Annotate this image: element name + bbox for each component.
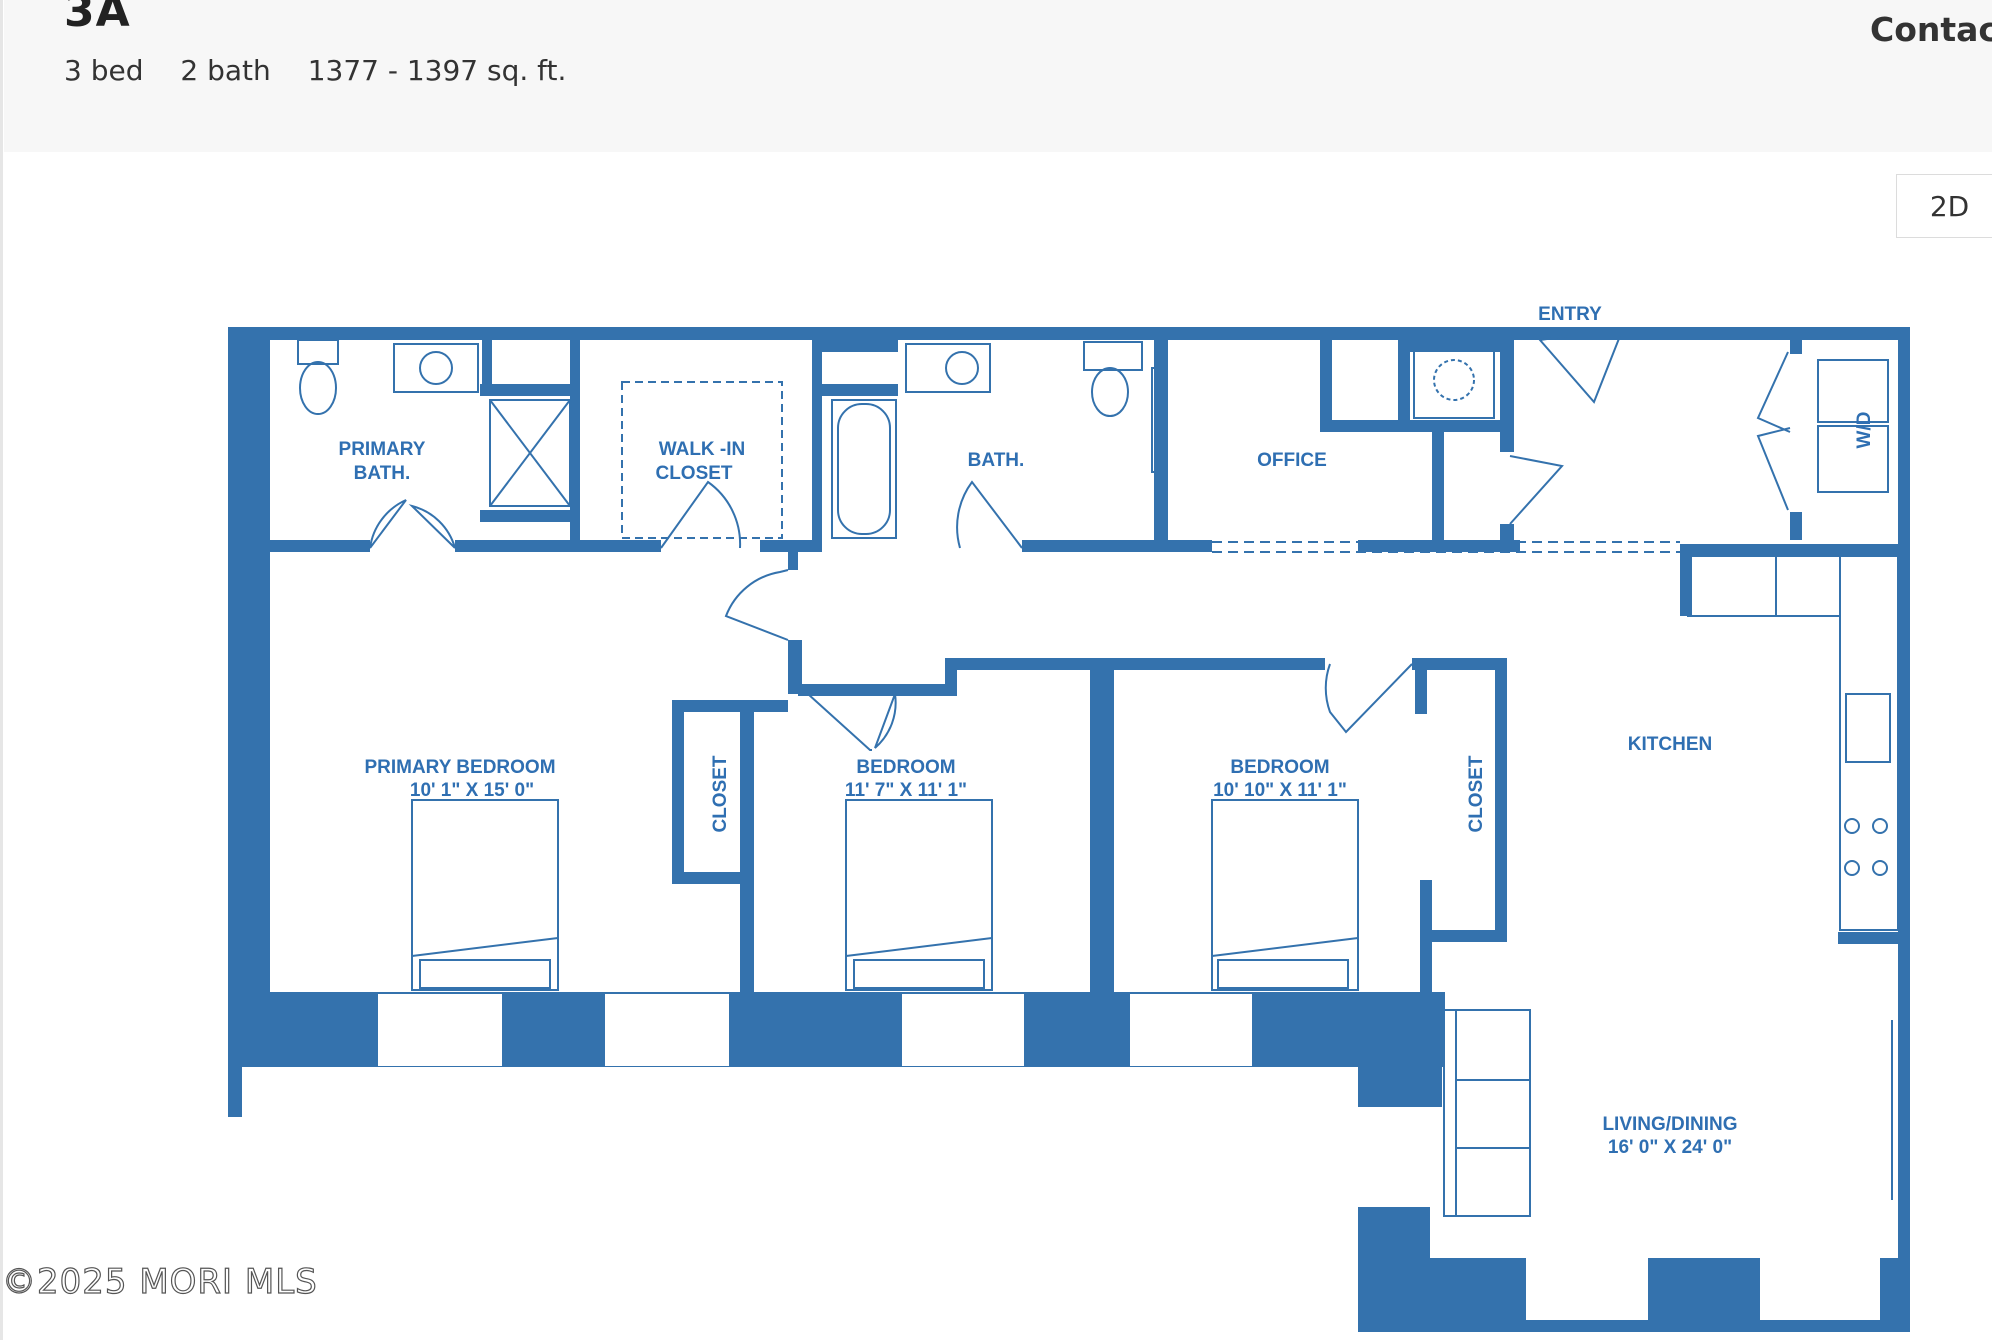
closet-right-label: CLOSET [1466,755,1487,832]
square-footage: 1377 - 1397 sq. ft. [307,54,567,87]
primary-bedroom-label: PRIMARY BEDROOM [364,757,555,778]
beds-count: 3 bed [64,54,144,87]
living-dining-dims: 16' 0" X 24' 0" [1608,1137,1732,1158]
living-dining-label: LIVING/DINING [1602,1114,1737,1135]
view-2d-toggle[interactable]: 2D [1896,174,1992,238]
room-labels: PRIMARY BATH. WALK -IN CLOSET BATH. OFFI… [339,304,1875,1158]
bedroom-3-label: BEDROOM [1230,757,1329,778]
primary-bedroom-dims: 10' 1" X 15' 0" [410,780,534,801]
floor-plan-walls [228,327,1910,1332]
contact-button[interactable]: Contac [1870,10,1992,49]
bedroom-3-dims: 10' 10" X 11' 1" [1213,780,1347,801]
entry-label: ENTRY [1538,304,1602,325]
unit-title: 3A [64,0,131,37]
office-label: OFFICE [1257,450,1327,471]
bedroom-2-label: BEDROOM [856,757,955,778]
walk-in-closet-label-2: CLOSET [655,463,732,484]
mls-watermark: ©2025 MORI MLS [1,1261,318,1302]
primary-bath-label: PRIMARY [339,439,426,460]
bath-label: BATH. [968,450,1025,471]
panel-border [0,0,3,1340]
baths-count: 2 bath [180,54,271,87]
unit-header [4,0,1992,152]
closet-left-label: CLOSET [710,755,731,832]
bedroom-2-dims: 11' 7" X 11' 1" [845,780,967,801]
walk-in-closet-label: WALK -IN [659,439,746,460]
unit-specs: 3 bed 2 bath 1377 - 1397 sq. ft. [64,54,594,87]
floor-plan-fixtures [297,335,1899,1217]
washer-dryer-label: W/D [1854,412,1875,449]
kitchen-label: KITCHEN [1628,734,1712,755]
primary-bath-label-2: BATH. [354,463,411,484]
